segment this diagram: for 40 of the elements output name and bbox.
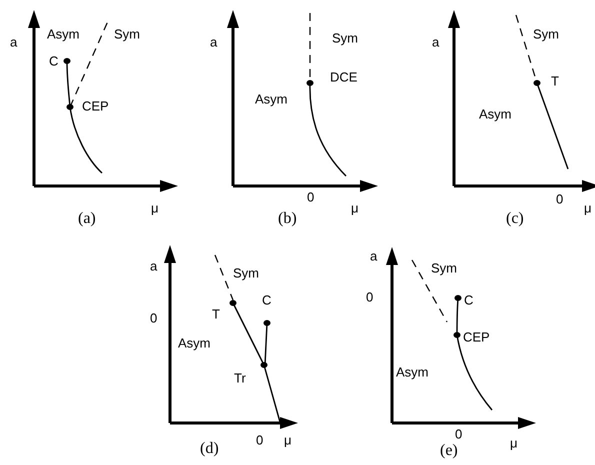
axis-tick-label: 0: [150, 310, 158, 326]
panel-caption: (b): [278, 210, 297, 228]
axis-tick-label: 0: [455, 426, 462, 442]
axis-tick-label: 0: [366, 290, 374, 304]
axis-tick-label: 0: [556, 192, 564, 206]
point-label: Tr: [234, 370, 246, 386]
axis-tick-label: μ: [510, 436, 518, 450]
region-label: Sym: [233, 266, 259, 280]
axis-tick-label: 0: [307, 190, 314, 204]
region-label: Asym: [178, 336, 210, 350]
region-label: Asym: [396, 364, 428, 380]
point-label: C: [464, 292, 474, 308]
axis-label: a: [210, 34, 218, 50]
point-label: CEP: [463, 330, 490, 344]
axis-tick-label: μ: [584, 200, 592, 216]
point-label: DCE: [330, 70, 358, 84]
axis-tick-label: μ: [351, 200, 358, 216]
region-label: Asym: [479, 106, 512, 122]
point-label: T: [212, 306, 220, 322]
region-label: Asym: [47, 26, 80, 42]
panel-caption: (d): [200, 440, 219, 458]
panel-caption: (a): [78, 210, 96, 228]
region-label: Sym: [431, 260, 457, 276]
panel-caption: (c): [506, 210, 524, 228]
point-label: C: [262, 292, 272, 308]
panel-caption: (e): [440, 442, 458, 460]
point-label: CEP: [82, 98, 109, 114]
axis-label: a: [432, 34, 440, 50]
axis-label: a: [370, 248, 378, 264]
axis-tick-label: μ: [151, 200, 158, 216]
axis-label: a: [10, 34, 18, 50]
region-label: Asym: [255, 92, 288, 106]
axis-label: a: [150, 258, 158, 274]
point-label: C: [49, 54, 58, 68]
point-label: T: [551, 74, 559, 88]
region-label: Sym: [114, 26, 140, 42]
region-label: Sym: [332, 30, 358, 46]
axis-tick-label: μ: [284, 432, 292, 448]
region-label: Sym: [533, 26, 559, 42]
axis-tick-label: 0: [256, 432, 264, 448]
